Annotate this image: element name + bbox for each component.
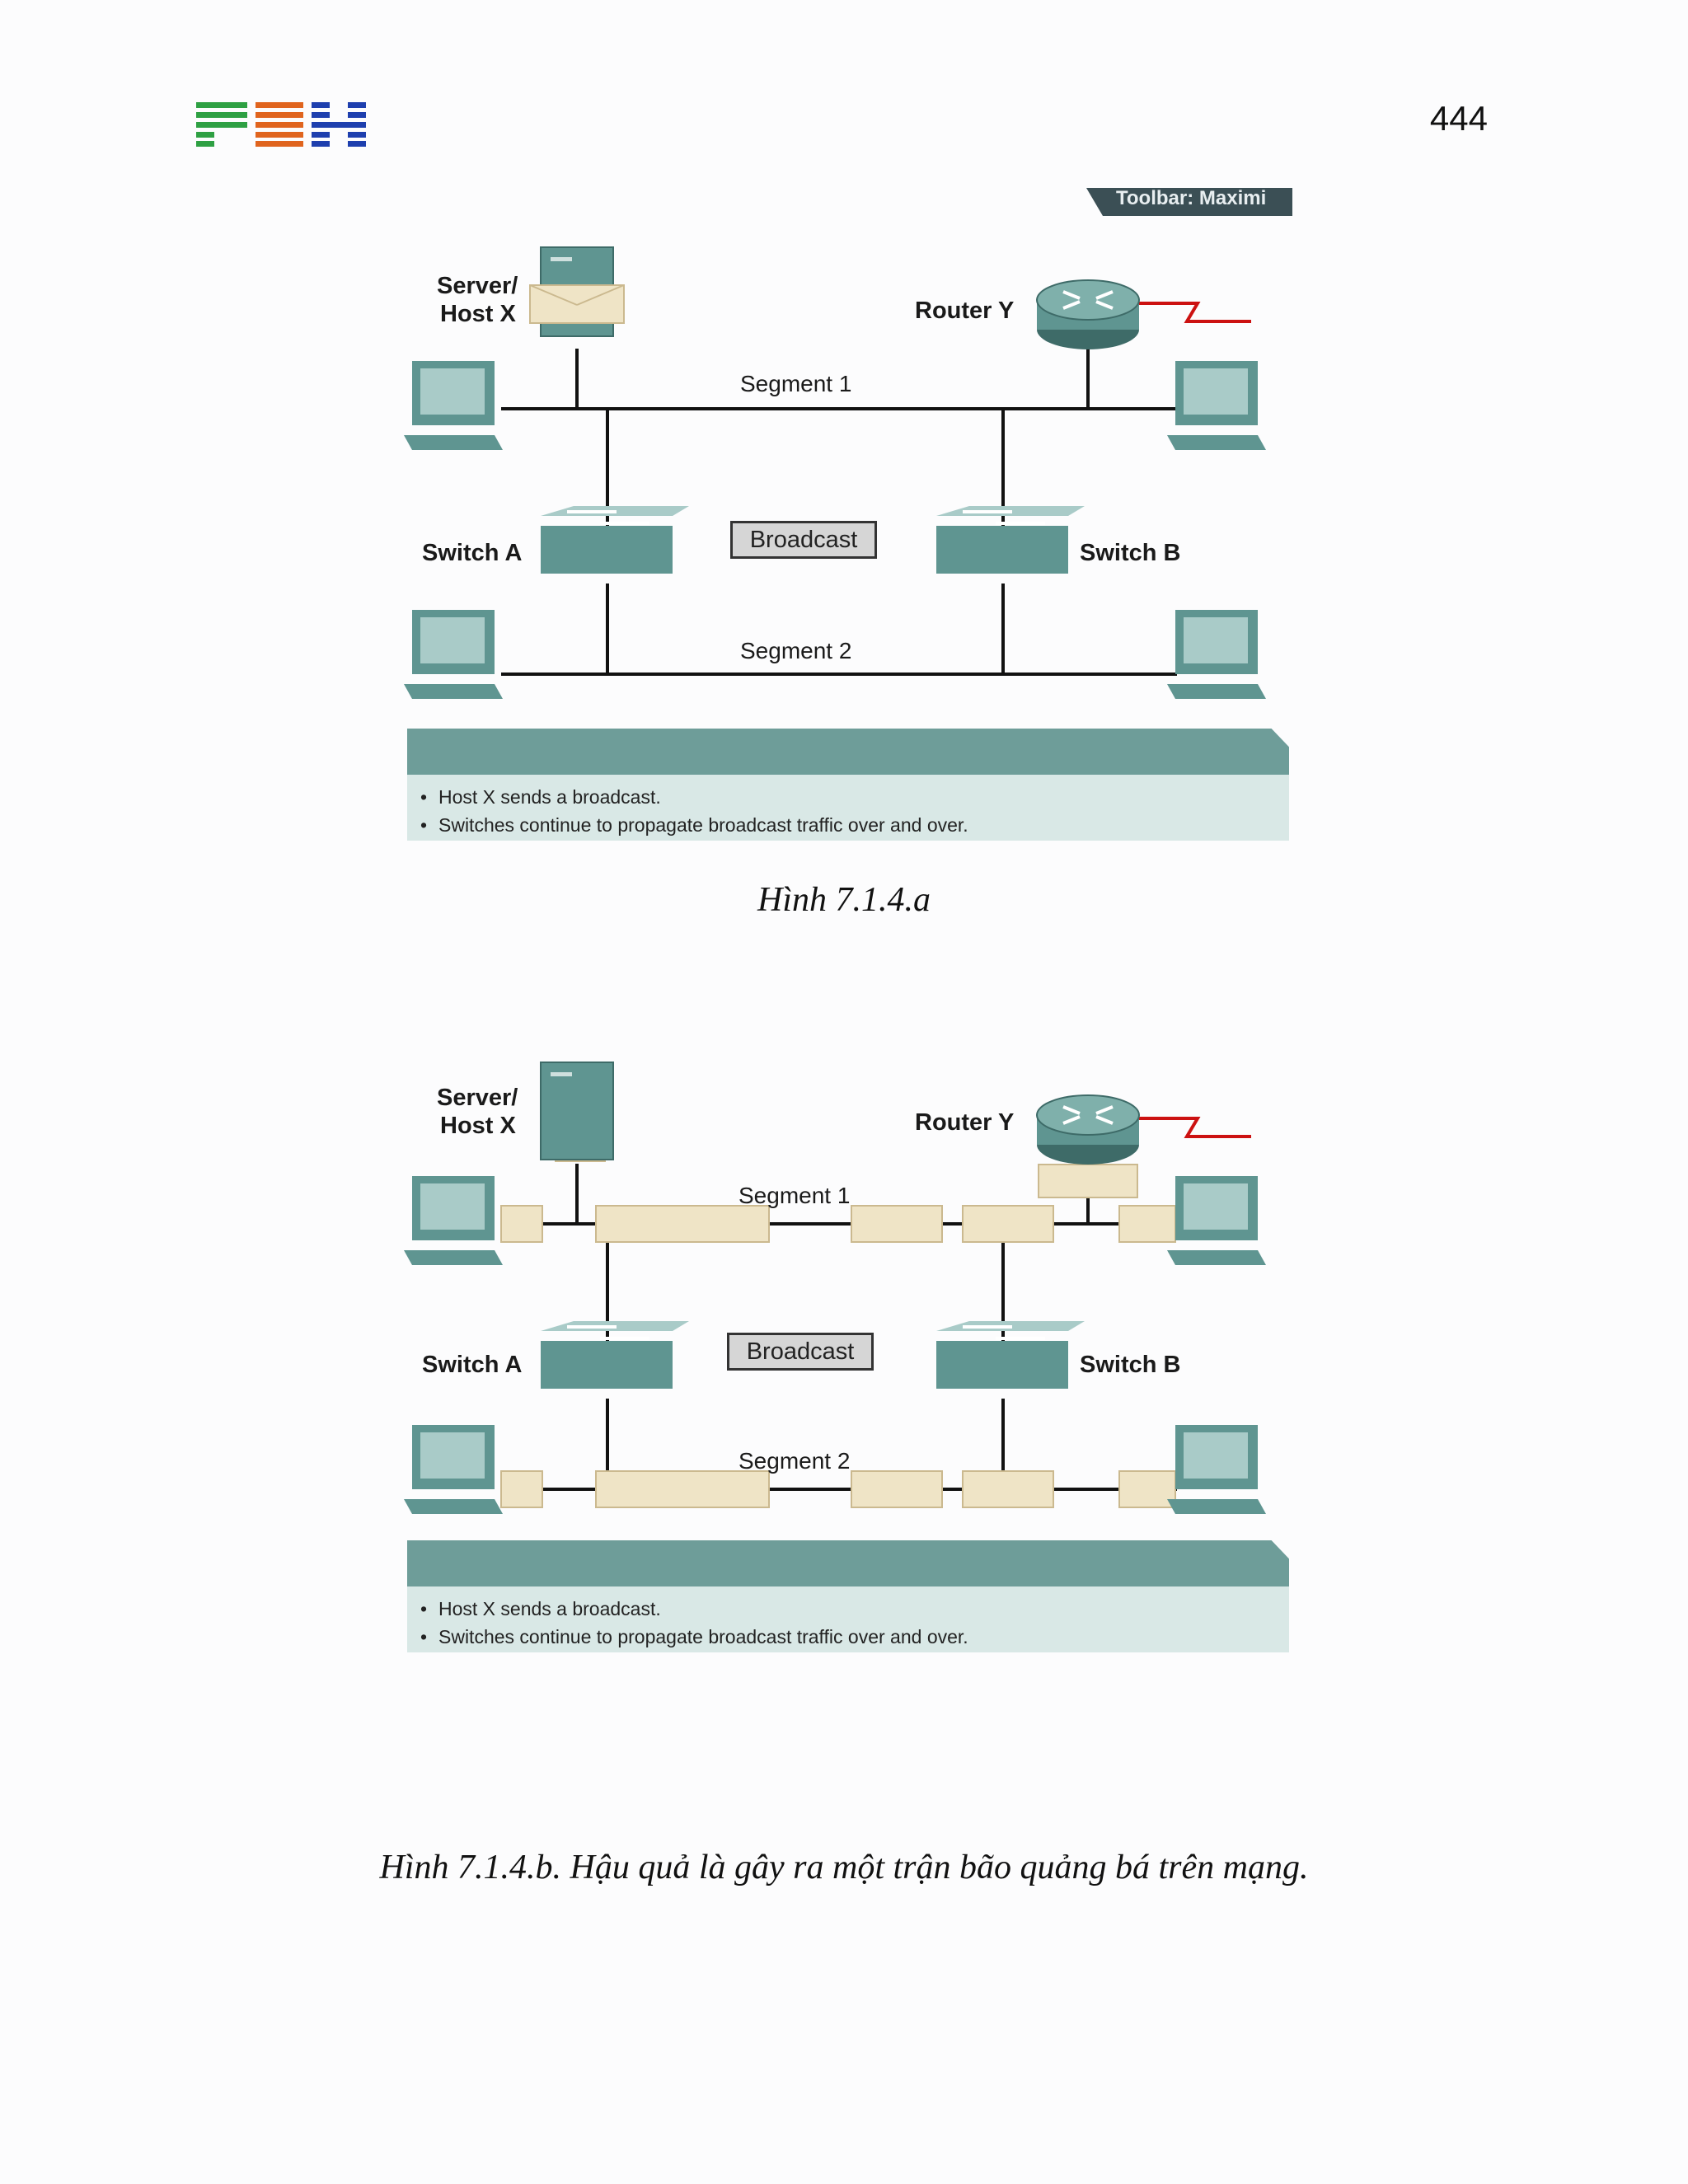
computer-icon — [404, 1176, 503, 1265]
segment-1-label: Segment 1 — [740, 371, 852, 396]
note-line: •Switches continue to propagate broadcas… — [420, 1626, 968, 1647]
envelope-icon — [851, 1470, 943, 1508]
switch-b-label: Switch B — [1080, 1352, 1181, 1378]
envelope-icon — [962, 1205, 1054, 1243]
computer-icon — [1167, 1176, 1266, 1265]
server-label: Server/ — [437, 1085, 518, 1111]
notes-panel-body: •Host X sends a broadcast. •Switches con… — [407, 775, 1289, 841]
computer-icon — [404, 361, 503, 450]
envelope-icon — [1038, 1164, 1138, 1198]
network-diagram-b — [404, 1062, 1266, 1514]
logo-letter-n — [256, 102, 303, 147]
router-icon — [1036, 1094, 1140, 1165]
network-diagram-a — [404, 246, 1266, 699]
broadcast-box: Broadcast — [730, 521, 877, 559]
segment-2-label: Segment 2 — [740, 638, 852, 663]
switch-icon — [541, 506, 689, 574]
envelope-icon — [595, 1470, 770, 1508]
note-line: •Host X sends a broadcast. — [420, 786, 661, 808]
notes-panel-body: •Host X sends a broadcast. •Switches con… — [407, 1586, 1289, 1652]
envelope-icon — [1118, 1470, 1176, 1508]
computer-icon — [404, 610, 503, 699]
note-line: •Host X sends a broadcast. — [420, 1598, 661, 1619]
computer-icon — [1167, 361, 1266, 450]
switch-icon — [936, 506, 1085, 574]
switch-a-label: Switch A — [422, 1352, 523, 1378]
page-number: 444 — [1429, 99, 1488, 138]
server-icon — [540, 1062, 614, 1160]
envelope-icon — [851, 1205, 943, 1243]
note-line: •Switches continue to propagate broadcas… — [420, 814, 968, 836]
envelope-icon — [1118, 1205, 1176, 1243]
computer-icon — [1167, 610, 1266, 699]
envelope-icon — [962, 1470, 1054, 1508]
figure-a-caption: Hình 7.1.4.a — [757, 881, 931, 919]
segment-2-label: Segment 2 — [738, 1448, 851, 1474]
wan-link-icon — [1139, 302, 1251, 323]
notes-panel: •Host X sends a broadcast. •Switches con… — [407, 729, 1289, 841]
broadcast-box: Broadcast — [727, 1333, 874, 1371]
router-label: Router Y — [915, 298, 1015, 324]
figure-a: Toolbar: Maximi Server/ Host X Router Y … — [394, 188, 1292, 841]
switch-b-label: Switch B — [1080, 540, 1181, 566]
envelope-icon — [595, 1205, 770, 1243]
figure-b: Server/ Host X Router Y Switch A Switch … — [394, 1003, 1292, 1654]
switch-icon — [936, 1321, 1085, 1389]
notes-panel-header — [407, 1540, 1289, 1586]
toolbar-fragment: Toolbar: Maximi — [1086, 188, 1292, 216]
server-label: Server/ — [437, 273, 518, 299]
switch-icon — [541, 1321, 689, 1389]
envelope-icon — [500, 1470, 543, 1508]
switch-a-label: Switch A — [422, 540, 523, 566]
router-icon — [1036, 279, 1140, 349]
computer-icon — [404, 1425, 503, 1514]
server-icon — [529, 246, 625, 337]
host-label: Host X — [440, 301, 516, 327]
router-label: Router Y — [915, 1109, 1015, 1136]
computer-icon — [1167, 1425, 1266, 1514]
logo-letter-h — [312, 102, 366, 147]
notes-panel-header — [407, 729, 1289, 775]
notes-panel: •Host X sends a broadcast. •Switches con… — [407, 1540, 1289, 1652]
network-links — [501, 338, 1177, 676]
pnh-logo — [196, 102, 366, 147]
figure-b-caption: Hình 7.1.4.b. Hậu quả là gây ra một trận… — [379, 1849, 1309, 1886]
segment-1-label: Segment 1 — [738, 1183, 851, 1208]
wan-link-icon — [1139, 1117, 1251, 1138]
logo-letter-p — [196, 102, 247, 147]
envelope-icon — [500, 1205, 543, 1243]
host-label: Host X — [440, 1113, 516, 1139]
